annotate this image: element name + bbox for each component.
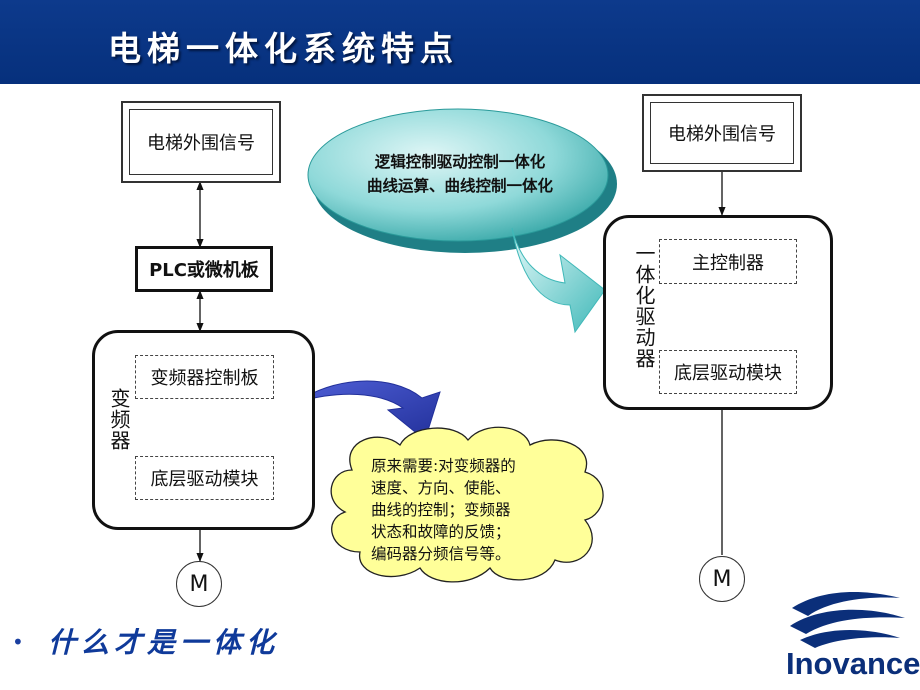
inverter-label: 变频器 [107,388,131,451]
control-board-box: 变频器控制板 [135,355,274,399]
cloud-line-5: 编码器分频信号等。 [371,545,511,563]
left-peripheral-box: 电梯外围信号 [121,101,281,183]
ellipse-callout [307,108,609,242]
ellipse-line-1: 逻辑控制驱动控制一体化 [374,153,546,171]
left-drive-module-box: 底层驱动模块 [135,456,274,500]
title-bar [0,0,920,84]
plc-box: PLC或微机板 [135,246,273,292]
left-motor: M [176,561,222,607]
ellipse-text: 逻辑控制驱动控制一体化 曲线运算、曲线控制一体化 [340,150,580,198]
teal-arrow [511,227,606,334]
page-title: 电梯一体化系统特点 [108,29,459,68]
cloud-callout [330,426,604,583]
right-peripheral-label: 电梯外围信号 [650,102,794,164]
cloud-line-2: 速度、方向、使能、 [371,479,511,497]
right-motor: M [699,556,745,602]
right-peripheral-box: 电梯外围信号 [642,94,802,172]
cloud-text: 原来需要:对变频器的 速度、方向、使能、 曲线的控制；变频器 状态和故障的反馈；… [371,455,516,565]
ellipse-line-2: 曲线运算、曲线控制一体化 [366,177,553,195]
bullet-text: 什么才是一体化 [48,626,280,659]
cloud-line-4: 状态和故障的反馈； [371,523,511,541]
logo-waves-icon [790,592,905,648]
cloud-line-3: 曲线的控制；变频器 [371,501,511,519]
right-drive-module-box: 底层驱动模块 [659,350,797,394]
bullet-dot: • [12,630,24,654]
left-peripheral-label: 电梯外围信号 [129,109,273,175]
cloud-line-1: 原来需要:对变频器的 [371,457,516,475]
blue-arrow [297,380,441,441]
logo-text: Inovance [786,646,920,681]
integrated-driver-label: 一体化驱动器 [632,243,656,369]
main-controller-box: 主控制器 [659,239,797,284]
